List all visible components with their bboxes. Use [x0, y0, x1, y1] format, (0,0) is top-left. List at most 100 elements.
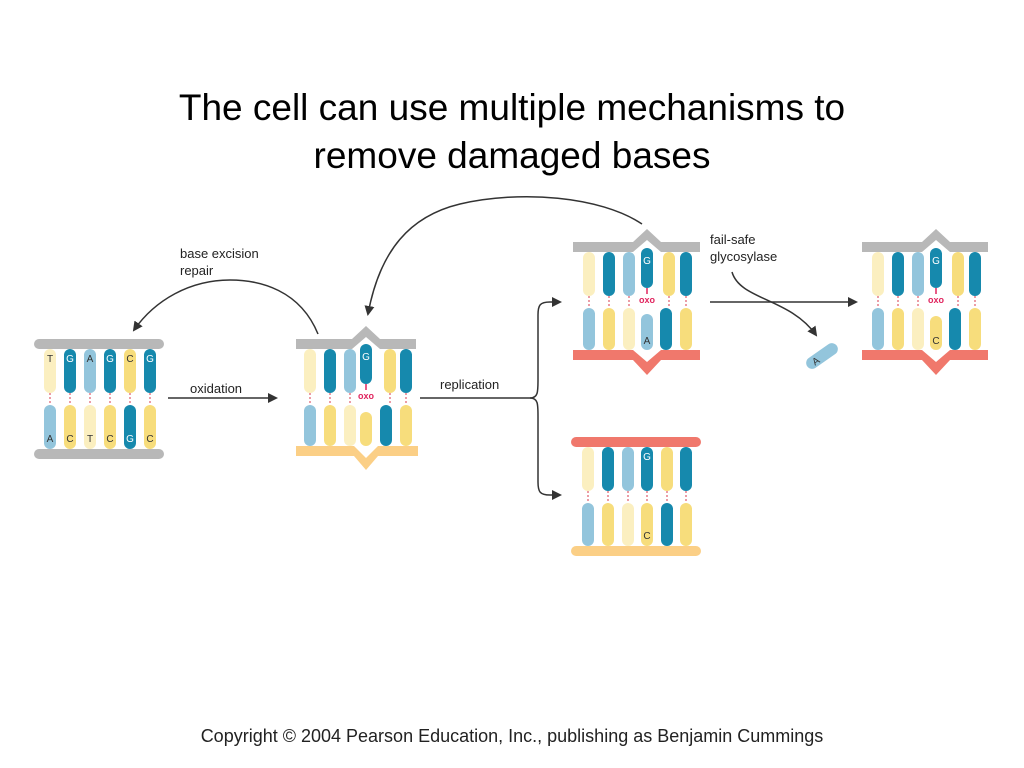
repaired-C-label: C: [932, 336, 939, 347]
base-bottom: [623, 308, 635, 350]
base-label-C: C: [66, 434, 73, 445]
base-bottom-C: [144, 405, 156, 449]
excised-A-base: A: [806, 343, 838, 369]
gap-base: [360, 412, 372, 446]
base-top-G: [144, 349, 156, 393]
base-bottom: [603, 308, 615, 350]
dna-correct-replication: G C: [571, 437, 701, 556]
base-label-A: A: [47, 434, 54, 445]
base-top: [892, 252, 904, 296]
base-label-T: T: [87, 434, 93, 445]
top-backbone-kinked: [296, 326, 416, 349]
bottom-backbone: [34, 449, 164, 459]
base-top: [324, 349, 336, 393]
base-bottom: [304, 405, 316, 446]
dna-original: T G A G C G A C T C G C: [34, 339, 164, 459]
mismatch-A-base: [641, 314, 653, 350]
excised-base-arrow: [731, 271, 818, 337]
title-line-2: remove damaged bases: [313, 135, 711, 176]
base-excision-label-1: base excision: [180, 246, 259, 261]
base-top: [952, 252, 964, 296]
base-bottom-T: [84, 405, 96, 449]
base-excision-label-2: repair: [180, 263, 214, 278]
oxidized-G-base: [641, 447, 653, 491]
base-bottom: [344, 405, 356, 446]
base-top-A: [84, 349, 96, 393]
base-bottom-C: [64, 405, 76, 449]
top-backbone-red: [571, 437, 701, 447]
base-excision-repair-arrow: [132, 279, 319, 335]
oxidized-G-label: G: [362, 352, 370, 363]
repair-return-arrow: [364, 195, 643, 316]
base-top: [663, 252, 675, 296]
bottom-backbone-orange: [571, 546, 701, 556]
base-top: [583, 252, 595, 296]
base-bottom: [324, 405, 336, 446]
hydrogen-bonds: [587, 491, 687, 503]
top-backbone-kinked: [862, 229, 988, 252]
base-top: [680, 447, 692, 491]
base-label-T: T: [47, 354, 53, 365]
oxo-label: oxo: [358, 391, 375, 401]
base-bottom: [660, 308, 672, 350]
base-top: [384, 349, 396, 393]
copyright-notice: Copyright © 2004 Pearson Education, Inc.…: [200, 726, 824, 746]
base-label-G: G: [66, 354, 74, 365]
oxidized-G-label: G: [643, 256, 651, 267]
base-bottom: [872, 308, 884, 350]
base-top: [304, 349, 316, 393]
base-bottom: [622, 503, 634, 546]
base-bottom: [969, 308, 981, 350]
base-bottom: [680, 503, 692, 546]
replication-label: replication: [440, 377, 499, 392]
base-bottom: [680, 308, 692, 350]
hydrogen-bonds: [49, 393, 151, 405]
base-label-A: A: [87, 354, 94, 365]
base-bottom: [892, 308, 904, 350]
base-label-G: G: [146, 354, 154, 365]
base-top-G: [64, 349, 76, 393]
base-bottom: [583, 308, 595, 350]
base-top: [912, 252, 924, 296]
oxidized-G-label: G: [932, 256, 940, 267]
bottom-backbone-orange: [296, 446, 418, 470]
oxo-label: oxo: [928, 295, 945, 305]
oxidized-G-base: [641, 248, 653, 288]
dna-oxidized: G oxo: [296, 326, 418, 470]
oxidation-label: oxidation: [190, 381, 242, 396]
base-top: [582, 447, 594, 491]
bottom-backbone-red: [573, 350, 700, 375]
base-top: [622, 447, 634, 491]
slide-title: The cell can use multiple mechanisms to …: [0, 84, 1024, 180]
correct-C-label: C: [643, 531, 650, 542]
base-label-G: G: [106, 354, 114, 365]
base-label-C: C: [126, 354, 133, 365]
base-top: [872, 252, 884, 296]
oxidized-G-label: G: [643, 452, 651, 463]
oxidized-G-base: [360, 344, 372, 384]
dna-repaired: G oxo C: [862, 229, 988, 375]
failsafe-label-1: fail-safe: [710, 232, 756, 247]
base-top-T: [44, 349, 56, 393]
oxidized-G-base: [930, 248, 942, 288]
oxo-label: oxo: [639, 295, 656, 305]
base-top: [603, 252, 615, 296]
base-top-C: [124, 349, 136, 393]
bottom-backbone-red: [862, 350, 988, 375]
base-top: [680, 252, 692, 296]
base-top: [969, 252, 981, 296]
base-bottom-C: [104, 405, 116, 449]
base-top: [344, 349, 356, 393]
dna-mismatch: G oxo A: [573, 229, 700, 375]
top-backbone: [34, 339, 164, 349]
base-top: [602, 447, 614, 491]
base-label-C: C: [106, 434, 113, 445]
title-line-1: The cell can use multiple mechanisms to: [178, 87, 846, 128]
correct-C-base: [641, 503, 653, 546]
base-bottom: [582, 503, 594, 546]
base-label-G: G: [126, 434, 134, 445]
base-bottom: [661, 503, 673, 546]
base-bottom: [400, 405, 412, 446]
base-bottom: [602, 503, 614, 546]
